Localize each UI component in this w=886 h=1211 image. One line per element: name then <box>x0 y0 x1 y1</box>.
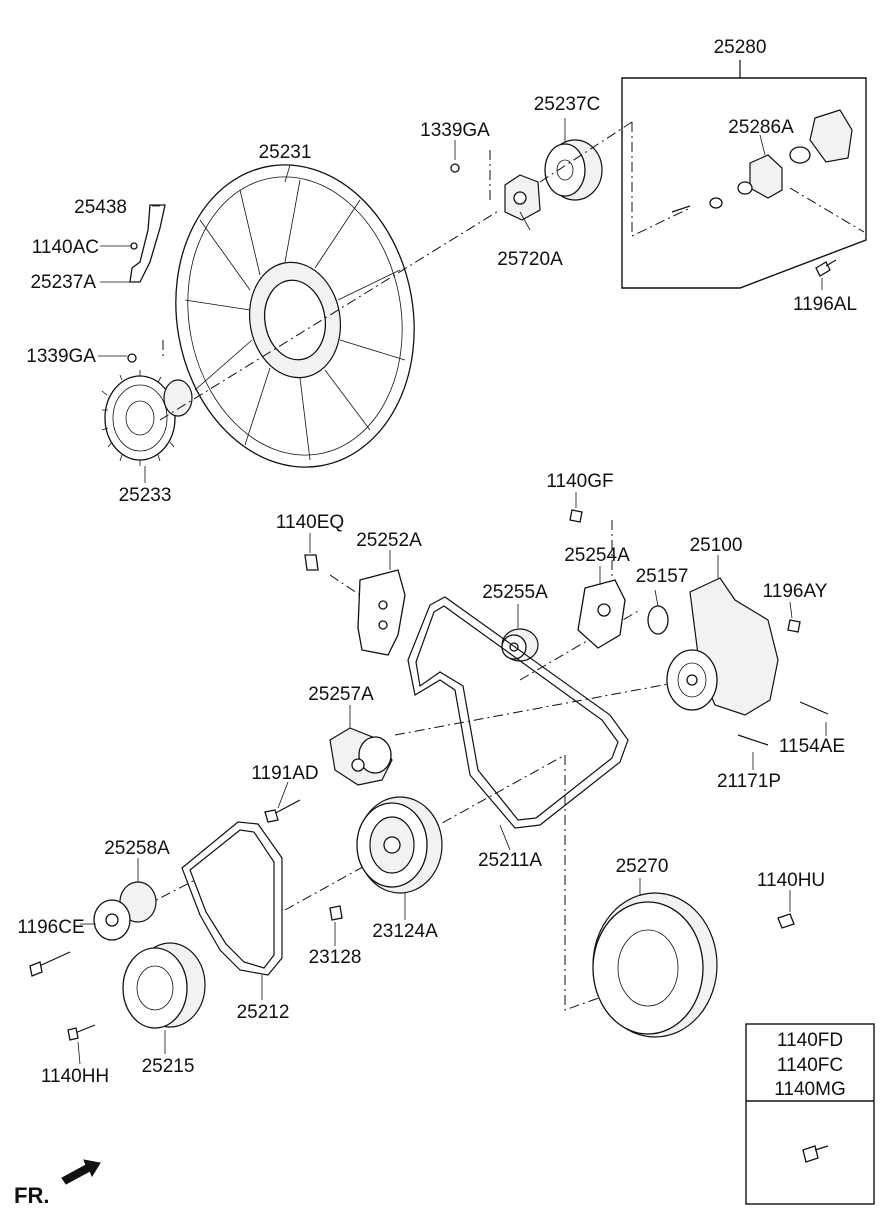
label-1140HH: 1140HH <box>41 1066 109 1087</box>
label-1196CE: 1196CE <box>17 917 84 938</box>
hub-25720A <box>504 174 541 221</box>
bracket-25438 <box>127 163 460 363</box>
belt-25212 <box>181 821 283 976</box>
damper-25270 <box>592 892 795 1038</box>
label-23124A: 23124A <box>372 921 438 942</box>
label-1339GA-top: 1339GA <box>420 120 490 141</box>
label-25255A: 25255A <box>482 582 548 603</box>
pulley-25237C <box>544 139 603 201</box>
label-25254A: 25254A <box>564 545 630 566</box>
label-25270: 25270 <box>616 856 669 877</box>
label-25286A: 25286A <box>728 117 794 138</box>
label-1339GA-left: 1339GA <box>26 346 96 367</box>
label-25100: 25100 <box>690 535 743 556</box>
pulley-25258A <box>29 881 157 977</box>
label-1140HU: 1140HU <box>757 870 825 891</box>
assembly-box-25280 <box>621 60 867 289</box>
label-25237C: 25237C <box>534 94 601 115</box>
front-label: FR. <box>14 1183 49 1208</box>
label-1140GF: 1140GF <box>546 471 613 492</box>
label-25211A: 25211A <box>478 850 542 871</box>
label-25237A: 25237A <box>30 272 96 293</box>
label-25212: 25212 <box>237 1002 290 1023</box>
label-1196AL: 1196AL <box>793 294 857 315</box>
front-arrow-icon <box>61 1159 101 1185</box>
label-1154AE: 1154AE <box>779 736 845 757</box>
label-25280: 25280 <box>714 37 767 58</box>
label-25438: 25438 <box>74 197 127 218</box>
idler-25255A <box>501 628 539 662</box>
label-25258A: 25258A <box>104 838 170 859</box>
label-25257A: 25257A <box>308 684 374 705</box>
label-1191AD: 1191AD <box>251 763 318 784</box>
gasket-25157 <box>647 605 669 635</box>
label-23128: 23128 <box>309 947 362 968</box>
label-25157: 25157 <box>636 566 689 587</box>
belt-25211A <box>407 596 629 829</box>
bolt-1196AL <box>815 259 837 277</box>
label-25231: 25231 <box>259 142 312 163</box>
tensioner-25254A <box>569 509 626 649</box>
label-21171P: 21171P <box>717 771 781 792</box>
leader-lines <box>77 118 827 1065</box>
legend-line-2: 1140FC <box>777 1055 843 1076</box>
label-1140EQ: 1140EQ <box>276 512 344 533</box>
label-25233: 25233 <box>119 485 172 506</box>
legend-line-1: 1140FD <box>777 1030 843 1051</box>
legend-line-3: 1140MG <box>774 1079 845 1100</box>
label-25215: 25215 <box>142 1056 195 1077</box>
fan-25231 <box>175 164 415 468</box>
fan-clutch-25233 <box>101 370 193 466</box>
bearing-set-25286A <box>671 109 853 213</box>
pulley-23124A <box>329 796 443 921</box>
pulley-25215 <box>67 942 206 1041</box>
label-1140AC: 1140AC <box>32 237 99 258</box>
label-25720A: 25720A <box>497 249 563 270</box>
bracket-25252A <box>304 554 406 656</box>
legend-box <box>745 1023 875 1205</box>
label-1196AY: 1196AY <box>763 581 828 602</box>
tensioner-25257A <box>264 727 393 823</box>
label-25252A: 25252A <box>356 530 422 551</box>
water-pump-25100 <box>666 577 829 746</box>
